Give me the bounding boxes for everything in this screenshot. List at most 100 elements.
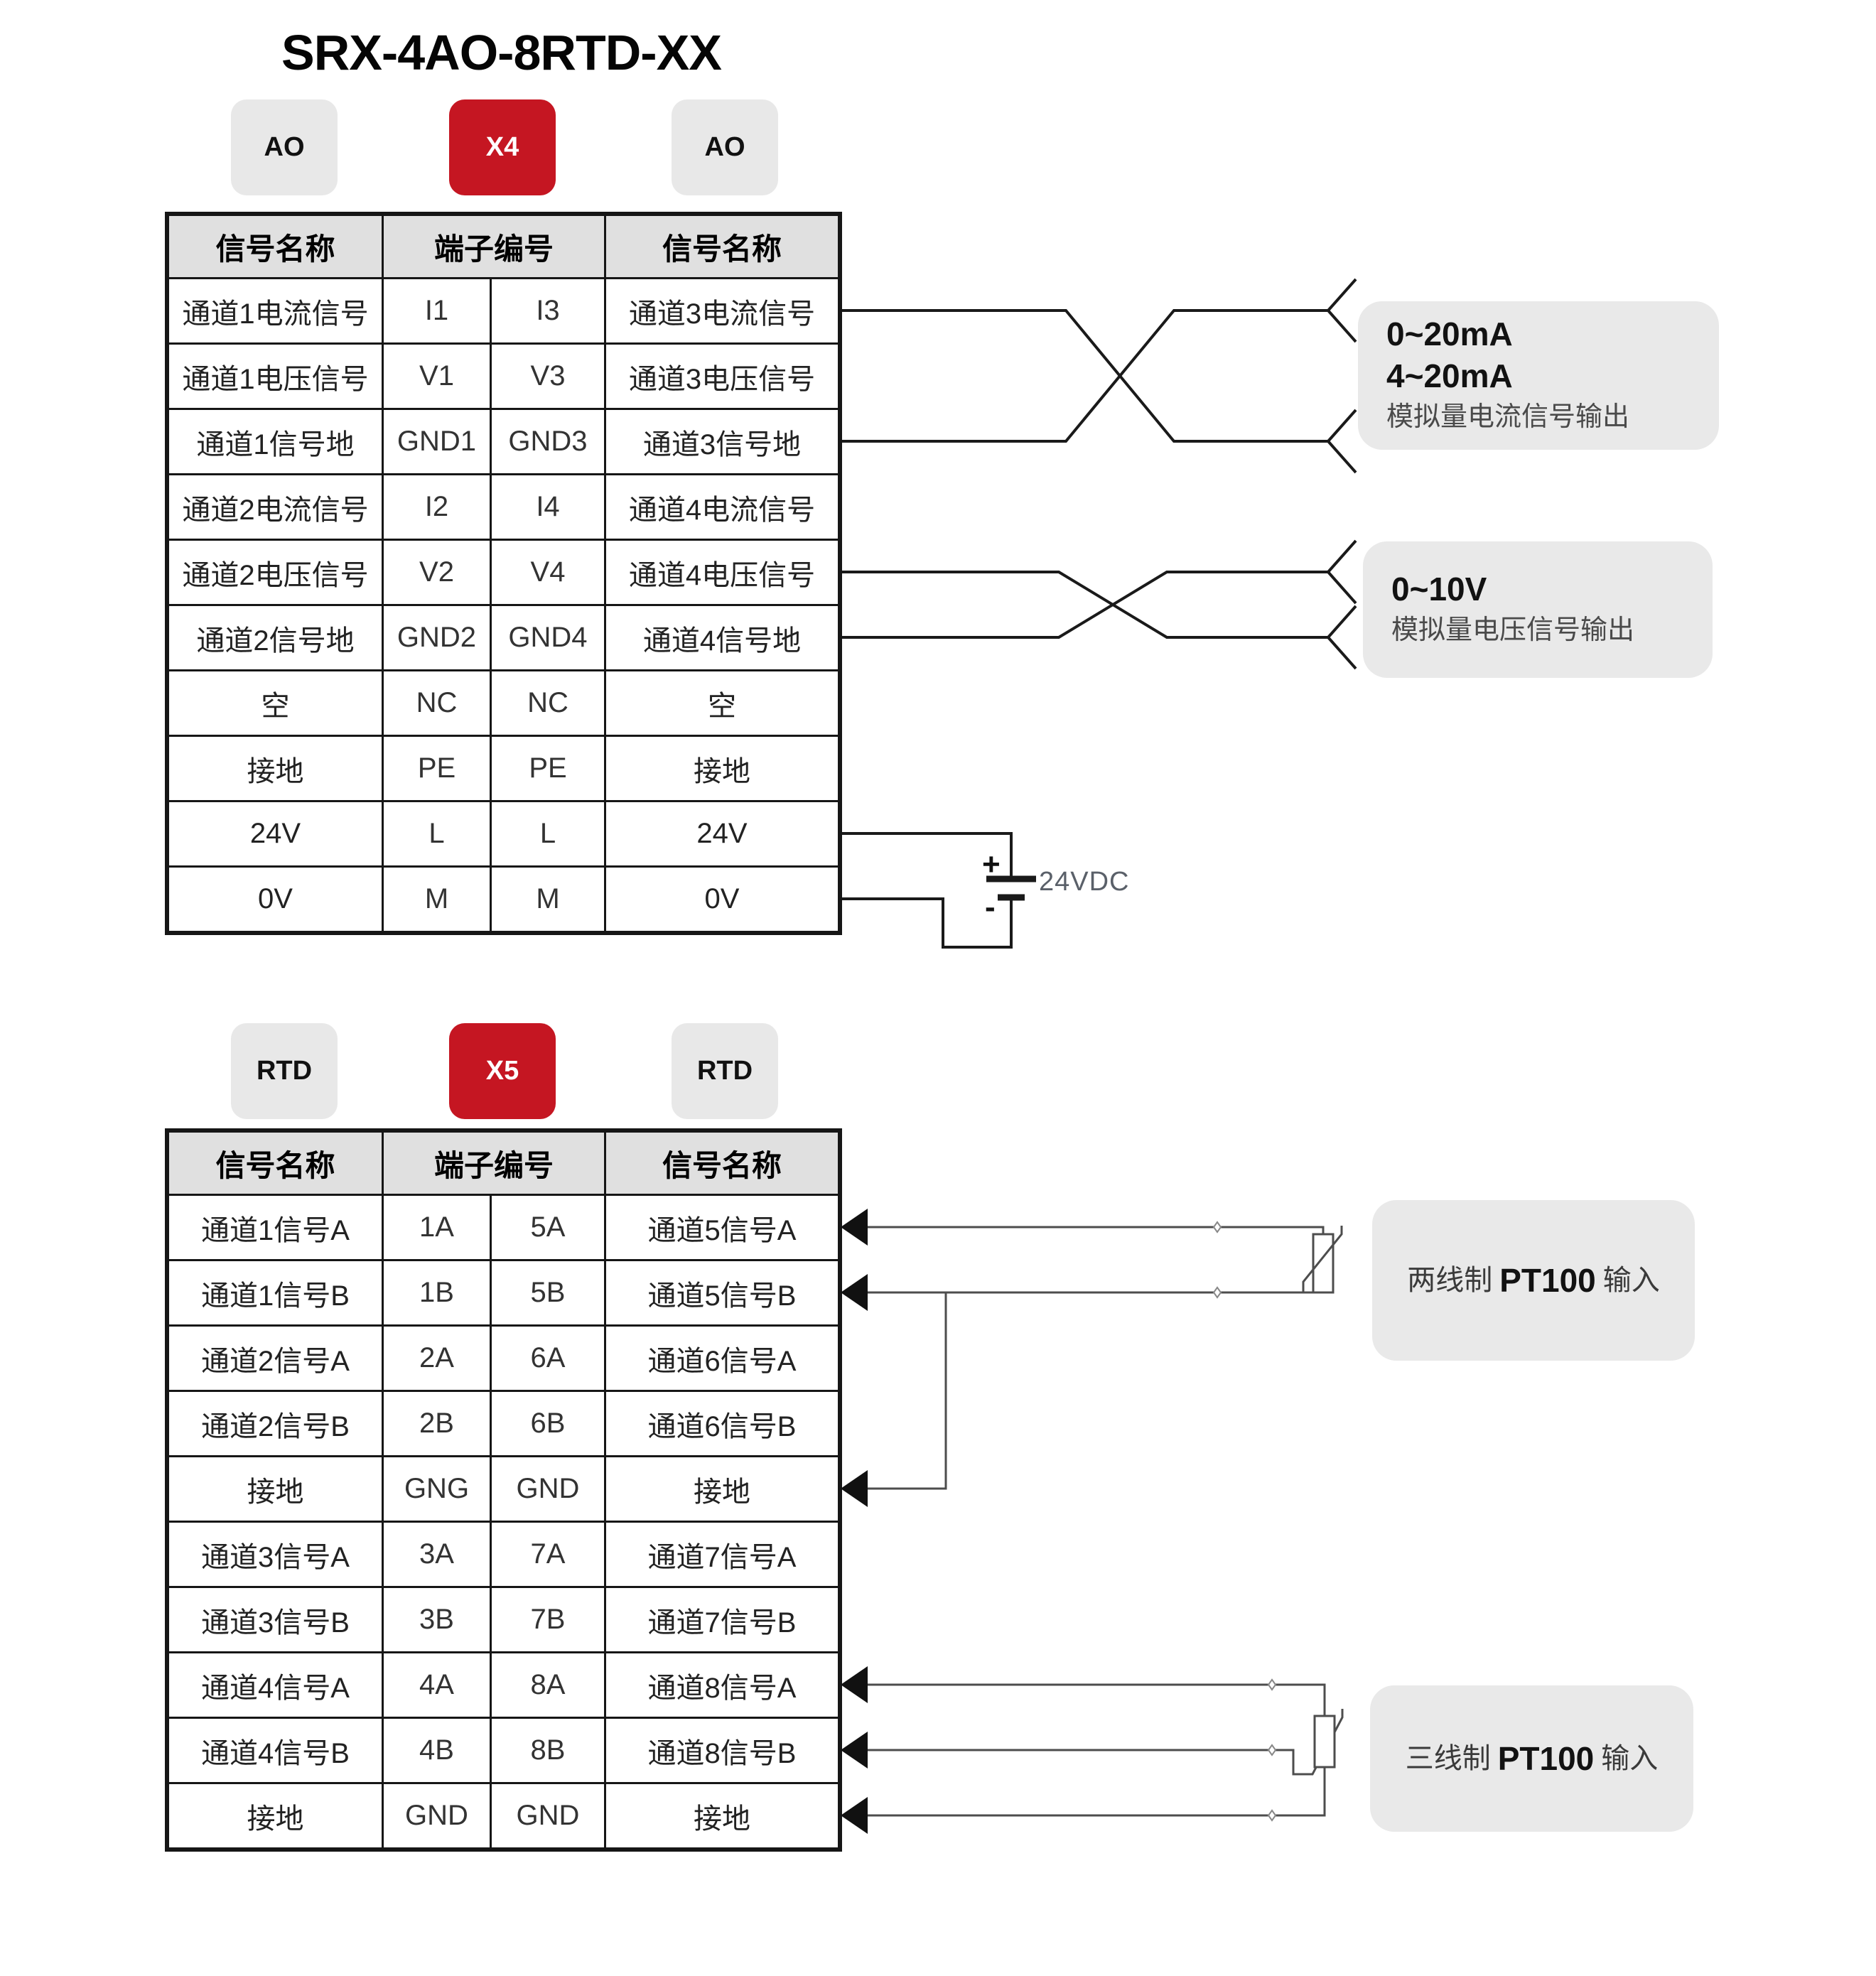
signal-name-cell: 通道3信号B <box>169 1588 382 1651</box>
pt100-sensor-symbol <box>1313 1715 1336 1769</box>
wire-node-icon <box>1267 1678 1277 1822</box>
page-title: SRX-4AO-8RTD-XX <box>281 25 722 80</box>
terminal-number-cell: NC <box>384 671 490 735</box>
signal-name-cell: 0V <box>606 868 838 931</box>
column-header: 信号名称 <box>606 1133 838 1194</box>
terminal-number-cell: 3B <box>384 1588 490 1651</box>
signal-name-cell: 接地 <box>169 1784 382 1847</box>
terminal-number-cell: 6A <box>492 1327 604 1390</box>
signal-name-cell: 接地 <box>606 1784 838 1847</box>
terminal-number-cell: I1 <box>384 279 490 342</box>
signal-name-cell: 通道2信号B <box>169 1392 382 1455</box>
ao-terminal-table: 信号名称 端子编号 信号名称 通道1电流信号 I1 I3 通道3电流信号 通道1… <box>165 212 842 935</box>
terminal-number-cell: 2A <box>384 1327 490 1390</box>
terminal-number-cell: GND4 <box>492 606 604 669</box>
two-wire-pt100-note: 两线制 PT100 输入 <box>1372 1200 1695 1361</box>
terminal-number-cell: 8A <box>492 1653 604 1717</box>
signal-name-cell: 通道1信号B <box>169 1261 382 1324</box>
signal-name-cell: 0V <box>169 868 382 931</box>
signal-name-cell: 通道1电压信号 <box>169 345 382 408</box>
voltage-range: 0~10V <box>1391 571 1487 608</box>
terminal-number-cell: 8B <box>492 1719 604 1782</box>
three-wire-pt100-note: 三线制 PT100 输入 <box>1370 1685 1693 1832</box>
terminal-number-cell: V4 <box>492 541 604 604</box>
three-wire-prefix: 三线制 <box>1405 1743 1491 1774</box>
terminal-number-cell: 7B <box>492 1588 604 1651</box>
badge-connector-x4: X4 <box>449 99 556 195</box>
terminal-number-cell: I4 <box>492 475 604 539</box>
terminal-number-cell: 4B <box>384 1719 490 1782</box>
signal-name-cell: 通道2信号A <box>169 1327 382 1390</box>
signal-name-cell: 通道8信号A <box>606 1653 838 1717</box>
signal-name-cell: 通道6信号A <box>606 1327 838 1390</box>
power-wiring <box>842 832 1036 949</box>
terminal-number-cell: 3A <box>384 1523 490 1586</box>
signal-name-cell: 通道3电流信号 <box>606 279 838 342</box>
terminal-number-cell: 1B <box>384 1261 490 1324</box>
signal-name-cell: 接地 <box>169 1457 382 1521</box>
power-voltage-label: 24VDC <box>1039 867 1130 897</box>
terminal-number-cell: 1A <box>384 1196 490 1259</box>
column-header: 信号名称 <box>606 216 838 277</box>
terminal-number-cell: 6B <box>492 1392 604 1455</box>
signal-name-cell: 通道4信号地 <box>606 606 838 669</box>
terminal-number-cell: I2 <box>384 475 490 539</box>
signal-name-cell: 通道3信号地 <box>606 410 838 473</box>
terminal-number-cell: GND <box>492 1784 604 1847</box>
terminal-number-cell: PE <box>492 737 604 800</box>
signal-name-cell: 通道4信号B <box>169 1719 382 1782</box>
signal-name-cell: 通道4电流信号 <box>606 475 838 539</box>
terminal-number-cell: 5B <box>492 1261 604 1324</box>
signal-name-cell: 通道1电流信号 <box>169 279 382 342</box>
three-wire-suffix: 输入 <box>1601 1743 1659 1774</box>
signal-name-cell: 通道8信号B <box>606 1719 838 1782</box>
signal-name-cell: 空 <box>169 671 382 735</box>
terminal-number-cell: V2 <box>384 541 490 604</box>
terminal-number-cell: GND3 <box>492 410 604 473</box>
terminal-number-cell: GND1 <box>384 410 490 473</box>
signal-name-cell: 通道2电流信号 <box>169 475 382 539</box>
badge-rtd-right: RTD <box>672 1023 778 1119</box>
ao-voltage-pair-wires <box>842 539 1357 670</box>
chevron-end-icon <box>1327 278 1357 343</box>
current-output-note: 0~20mA 4~20mA 模拟量电流信号输出 <box>1358 301 1719 450</box>
ao-current-pair-wires <box>842 278 1357 474</box>
terminal-number-cell: GND <box>492 1457 604 1521</box>
voltage-output-note: 0~10V 模拟量电压信号输出 <box>1363 541 1713 678</box>
terminal-number-cell: 4A <box>384 1653 490 1717</box>
signal-name-cell: 通道5信号A <box>606 1196 838 1259</box>
terminal-number-cell: L <box>384 802 490 865</box>
rtd-terminal-table: 信号名称 端子编号 信号名称 通道1信号A 1A 5A 通道5信号A 通道1信号… <box>165 1128 842 1852</box>
signal-name-cell: 接地 <box>169 737 382 800</box>
signal-name-cell: 通道3电压信号 <box>606 345 838 408</box>
signal-name-cell: 通道7信号B <box>606 1588 838 1651</box>
column-header: 信号名称 <box>169 1133 382 1194</box>
column-header: 信号名称 <box>169 216 382 277</box>
three-wire-pt100: PT100 <box>1497 1739 1595 1777</box>
terminal-number-cell: NC <box>492 671 604 735</box>
terminal-number-cell: 7A <box>492 1523 604 1586</box>
terminal-number-cell: M <box>492 868 604 931</box>
battery-symbol <box>986 875 1036 901</box>
signal-name-cell: 空 <box>606 671 838 735</box>
terminal-number-cell: L <box>492 802 604 865</box>
voltage-output-desc: 模拟量电压信号输出 <box>1391 615 1635 645</box>
terminal-number-cell: I3 <box>492 279 604 342</box>
arrow-left-icon <box>841 1209 868 1507</box>
chevron-end-icon <box>1327 539 1357 605</box>
terminal-number-cell: V1 <box>384 345 490 408</box>
rtd-three-wire-wiring <box>841 1666 1344 1834</box>
terminal-number-cell: 5A <box>492 1196 604 1259</box>
rtd-two-wire-wiring <box>841 1209 1343 1507</box>
signal-name-cell: 通道1信号A <box>169 1196 382 1259</box>
signal-name-cell: 通道5信号B <box>606 1261 838 1324</box>
two-wire-prefix: 两线制 <box>1407 1265 1493 1296</box>
signal-name-cell: 通道3信号A <box>169 1523 382 1586</box>
current-output-desc: 模拟量电流信号输出 <box>1386 401 1630 432</box>
badge-connector-x5: X5 <box>449 1023 556 1119</box>
two-wire-suffix: 输入 <box>1602 1265 1660 1296</box>
current-range-1: 0~20mA <box>1386 315 1513 353</box>
badge-ao-right: AO <box>672 99 778 195</box>
terminal-number-cell: GNG <box>384 1457 490 1521</box>
